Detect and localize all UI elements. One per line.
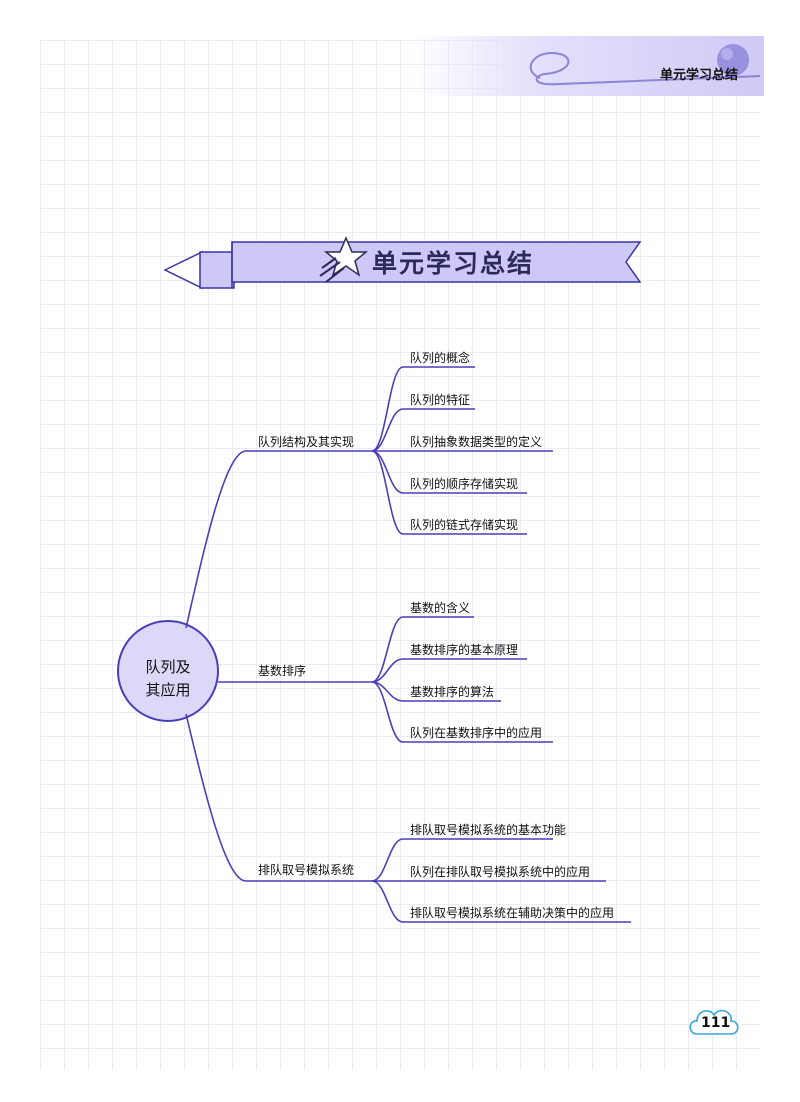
leaf-connector bbox=[371, 616, 474, 683]
root-line-2: 其应用 bbox=[145, 681, 191, 699]
leaf-connector bbox=[371, 681, 501, 702]
star-icon bbox=[319, 236, 369, 283]
page-number: 111 bbox=[701, 1015, 731, 1031]
grid-background bbox=[40, 40, 760, 1070]
leaf-label: 排队取号模拟系统的基本功能 bbox=[410, 823, 567, 837]
leaf-label: 队列的特征 bbox=[410, 393, 471, 407]
leaf-connector bbox=[371, 408, 475, 452]
leaf-label: 队列的顺序存储实现 bbox=[410, 477, 519, 491]
leaf-connector bbox=[371, 838, 553, 882]
page-cloud-icon bbox=[689, 1009, 739, 1035]
header-band bbox=[410, 36, 764, 96]
branch-connector bbox=[185, 713, 372, 882]
leaf-connector bbox=[371, 681, 553, 743]
leaf-label: 基数的含义 bbox=[410, 601, 471, 615]
leaf-label: 队列在基数排序中的应用 bbox=[410, 726, 543, 740]
leaf-label: 队列的链式存储实现 bbox=[410, 518, 519, 532]
banner bbox=[163, 236, 642, 290]
branch-label: 排队取号模拟系统 bbox=[258, 863, 355, 877]
leaf-connector bbox=[371, 450, 527, 535]
banner-title: 单元学习总结 bbox=[372, 249, 535, 278]
leaf-label: 队列抽象数据类型的定义 bbox=[410, 435, 543, 449]
leaf-label: 基数排序的算法 bbox=[410, 685, 495, 699]
branch-connector bbox=[185, 450, 372, 629]
leaf-connector bbox=[371, 658, 527, 683]
mindmap-hub bbox=[117, 620, 219, 722]
branch-label: 队列结构及其实现 bbox=[258, 435, 355, 449]
leaf-label: 队列的概念 bbox=[410, 351, 471, 365]
leaf-connector bbox=[371, 880, 631, 923]
leaf-label: 排队取号模拟系统在辅助决策中的应用 bbox=[410, 906, 615, 920]
mindmap-root: 队列及 其应用 bbox=[120, 656, 216, 702]
leaf-connector bbox=[371, 450, 527, 494]
leaf-connector bbox=[371, 366, 475, 452]
banner-arrow-icon bbox=[163, 250, 203, 290]
leaf-label: 队列在排队取号模拟系统中的应用 bbox=[410, 865, 591, 879]
leaf-label: 基数排序的基本原理 bbox=[410, 643, 519, 657]
header-title: 单元学习总结 bbox=[660, 68, 739, 83]
root-line-1: 队列及 bbox=[145, 658, 191, 676]
branch-label: 基数排序 bbox=[258, 664, 307, 678]
header-swoosh-icon bbox=[529, 51, 761, 86]
